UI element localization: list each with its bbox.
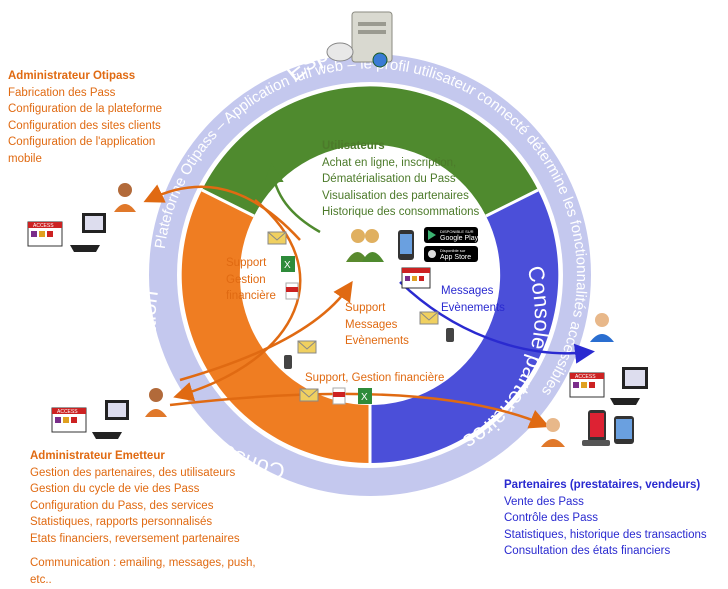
admin-emetteur-block: Administrateur Emetteur Gestion des part… <box>30 448 256 588</box>
svg-text:DISPONIBLE SUR: DISPONIBLE SUR <box>440 229 474 234</box>
pass-card-center-icon <box>401 267 431 289</box>
email-icon-left <box>267 231 287 245</box>
arrow-users-to-admin-otipass <box>143 184 301 241</box>
app-store-badge[interactable]: Disponible sur App Store <box>424 246 478 262</box>
flow-label: Support <box>226 257 267 269</box>
computer-admin-otipass-icon <box>70 213 106 252</box>
partenaires-block: Partenaires (prestataires, vendeurs) Ven… <box>504 477 707 560</box>
utilisateurs-item: Visualisation des partenaires <box>322 189 469 202</box>
svg-text:ACCESS: ACCESS <box>33 223 54 229</box>
svg-text:ACCESS: ACCESS <box>57 409 78 415</box>
excel-icon-bottom: X <box>358 388 372 404</box>
admin-otipass-title: Administrateur Otipass <box>8 70 136 82</box>
computer-admin-emetteur-icon <box>92 400 129 439</box>
segment-espace-utilisateurs <box>202 86 538 216</box>
admin-otipass-item: Configuration de la plateforme <box>8 103 163 115</box>
pass-card-partner-icon: ACCESS <box>569 372 605 398</box>
email-icon-support <box>297 340 317 354</box>
flow-support-gestion: Support Gestion financière <box>226 255 276 305</box>
admin-otipass-item: Fabrication des Pass <box>8 86 116 99</box>
admin-otipass-item: Configuration de l'application <box>8 136 156 148</box>
partenaires-item: Consultation des états financiers <box>504 545 671 557</box>
svg-text:App Store: App Store <box>440 254 471 261</box>
partenaires-title: Partenaires (prestataires, vendeurs) <box>504 479 701 491</box>
admin-emetteur-item: Gestion des partenaires, des utilisateur… <box>30 466 236 479</box>
server-icon <box>326 11 393 68</box>
flow-label: Support <box>345 302 386 314</box>
admin-emetteur-item: Etats financiers, reversement partenaire… <box>30 532 240 545</box>
pass-card-admin-emetteur-icon: ACCESS <box>51 407 87 433</box>
flow-label: financière <box>226 290 276 302</box>
partenaires-item: Vente des Pass <box>504 495 584 508</box>
utilisateurs-item: Achat en ligne, inscription, <box>322 156 457 169</box>
admin-emetteur-item: Statistiques, rapports personnalisés <box>30 516 213 528</box>
utilisateurs-title: Utilisateurs <box>322 140 385 152</box>
email-icon-bottom <box>299 388 319 402</box>
partenaires-item: Contrôle des Pass <box>504 512 598 524</box>
tablet-phone-devices-icon <box>582 410 634 446</box>
computer-partner-icon <box>610 367 648 405</box>
mobile-icon-support <box>284 355 292 369</box>
admin-emetteur-item: Configuration du Pass, des services <box>30 499 214 512</box>
flow-support-messages: Support Messages Evènements <box>345 300 409 350</box>
segment-console-partenaires <box>370 190 559 464</box>
partner-top-avatar-icon <box>590 313 614 342</box>
svg-text:Disponible sur: Disponible sur <box>440 248 466 253</box>
svg-text:X: X <box>361 392 368 403</box>
google-play-badge[interactable]: DISPONIBLE SUR Google Play <box>424 227 479 243</box>
arrow-users-up <box>263 163 321 234</box>
admin-emetteur-item: Gestion du cycle de vie des Pass <box>30 483 200 495</box>
partenaires-item: Statistiques, historique des transaction… <box>504 528 707 541</box>
svg-text:X: X <box>284 260 291 271</box>
excel-icon-left: X <box>281 256 295 272</box>
admin-emetteur-title: Administrateur Emetteur <box>30 450 165 462</box>
flow-messages-partenaires: Messages Evènements <box>441 283 505 316</box>
admin-otipass-item: Configuration des sites clients <box>8 119 161 132</box>
smartphone-icon <box>398 230 414 260</box>
flow-label: Evènements <box>345 335 409 347</box>
segment-console-administration <box>181 190 370 464</box>
admin-otipass-avatar-icon <box>114 183 136 212</box>
outer-ring <box>149 54 591 496</box>
email-icon-partner <box>419 311 439 325</box>
pass-card-admin-otipass-icon: ACCESS <box>27 221 63 247</box>
svg-text:ACCESS: ACCESS <box>575 374 596 380</box>
flow-label: Messages <box>345 318 398 331</box>
admin-otipass-block: Administrateur Otipass Fabrication des P… <box>8 68 162 167</box>
pdf-icon-left <box>285 282 299 300</box>
partner-bottom-avatar-icon <box>541 418 565 447</box>
admin-otipass-item: mobile <box>8 152 42 165</box>
flow-label: Messages <box>441 285 494 297</box>
arrow-gestion-to-emetteur <box>173 199 302 402</box>
utilisateurs-item: Historique des consommations <box>322 206 480 218</box>
communication-line: etc.. <box>30 573 52 586</box>
communication-line: Communication : emailing, messages, push… <box>30 557 256 569</box>
users-group-icon <box>346 229 384 262</box>
utilisateurs-block: Utilisateurs Achat en ligne, inscription… <box>322 138 479 221</box>
pdf-icon-bottom <box>332 387 346 405</box>
arrow-partner-messages <box>399 281 595 364</box>
mobile-icon-partner <box>446 328 454 342</box>
flow-label: Support, Gestion financière <box>305 372 445 384</box>
arrow-support-messages-up <box>179 280 353 382</box>
utilisateurs-item: Dématérialisation du Pass <box>322 173 456 185</box>
flow-support-bottom: Support, Gestion financière <box>305 370 444 387</box>
flow-label: Gestion <box>226 273 266 286</box>
svg-text:Google Play: Google Play <box>440 235 479 242</box>
flow-label: Evènements <box>441 301 505 314</box>
admin-emetteur-avatar-icon <box>145 388 167 417</box>
